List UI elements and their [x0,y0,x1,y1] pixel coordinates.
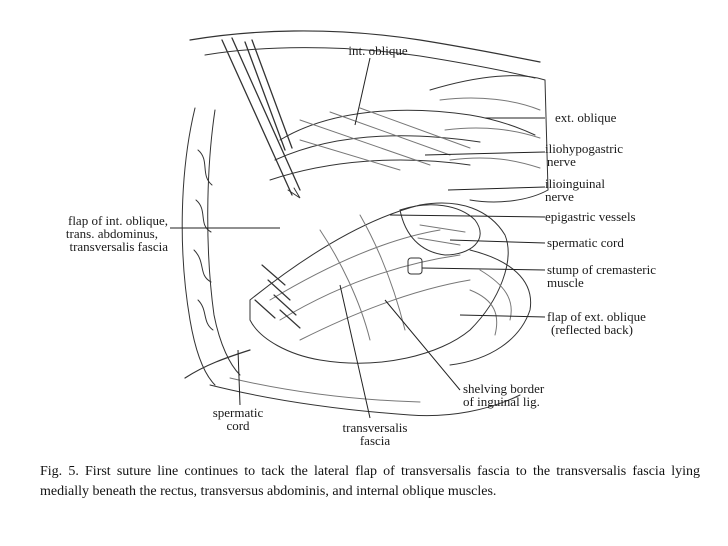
sutures [254,264,301,329]
label-flap-int-oblique: flap of int. oblique, trans. abdominus, … [40,214,168,253]
int-oblique-muscle [279,109,536,141]
label-ilioinguinal-line1: ilioinguinal [545,176,605,191]
label-flap-int-line2: trans. abdominus, [65,226,158,241]
label-ext-oblique: ext. oblique [555,110,617,125]
leader-int-oblique [354,57,371,126]
label-shelving-line1: shelving border [463,381,545,396]
label-transversalis-line2: fascia [359,433,391,448]
leader-stump [421,267,546,271]
label-ilioinguinal-line2: nerve [545,189,574,204]
label-transversalis-line1: transversalis [342,420,408,435]
label-flap-ext-oblique: flap of ext. oblique (reflected back) [547,310,646,336]
label-iliohypogastric: iliohypogastric nerve [545,142,623,168]
label-flap-int-line3: transversalis fascia [69,239,168,254]
forceps [221,37,301,196]
suture-thread [184,349,251,379]
label-int-oblique: int. oblique [348,43,408,58]
upper-retractor [189,30,541,63]
label-flap-int-line1: flap of int. oblique, [67,213,168,228]
cremasteric-stump [407,257,423,275]
leader-flap-ext [459,314,546,318]
leader-epigastric [389,214,546,218]
label-spermatic-bottom-line1: spermatic [212,405,264,420]
ext-oblique-flap [449,249,532,366]
transversalis-fascia [249,202,509,364]
anatomical-illustration [170,30,549,419]
leader-spermatic-cord-right [449,239,546,244]
label-shelving-line2: of inguinal lig. [463,394,540,409]
label-spermatic-cord-bottom: spermatic cord [200,406,276,432]
leader-transversalis [339,284,371,419]
label-spermatic-cord-right: spermatic cord [547,235,624,250]
label-shelving-border: shelving border of inguinal lig. [463,382,544,408]
leader-shelving [384,299,461,391]
lower-skin-edge [209,384,521,417]
ext-oblique-muscle [429,75,549,203]
label-stump-line2: muscle [547,275,584,290]
label-spermatic-bottom-line2: cord [226,418,250,433]
label-transversalis-fascia: transversalis fascia [330,421,420,447]
figure-caption: Fig. 5. First suture line continues to t… [40,464,700,499]
leader-ilioinguinal [447,186,546,191]
leader-iliohypogastric [424,151,546,156]
label-ilioinguinal: ilioinguinal nerve [545,177,605,203]
label-flap-ext-line1: flap of ext. oblique [547,309,646,324]
label-iliohypogastric-line2: nerve [547,154,576,169]
label-stump-line1: stump of cremasteric [547,262,657,277]
label-stump-cremasteric: stump of cremasteric muscle [547,263,656,289]
label-flap-ext-line2: (reflected back) [551,322,633,337]
label-epigastric-vessels: epigastric vessels [545,209,636,224]
left-fat-layer [207,109,241,376]
spermatic-cord [399,204,481,256]
leader-spermatic-cord-bottom [237,349,241,406]
label-iliohypogastric-line1: iliohypogastric [545,141,623,156]
